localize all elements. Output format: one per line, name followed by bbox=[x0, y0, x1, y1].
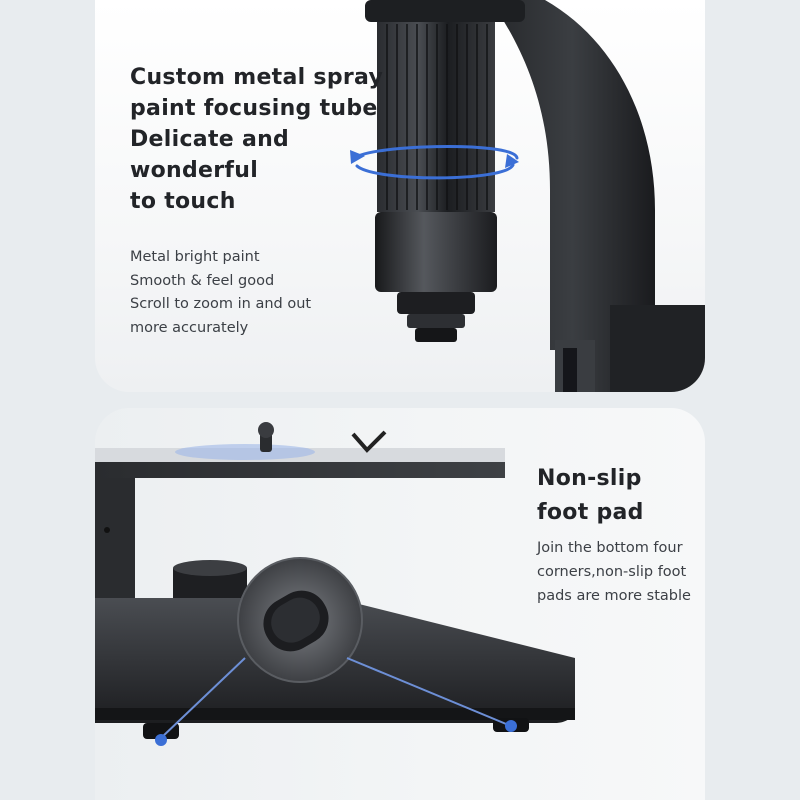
headline-line: Custom metal spray bbox=[130, 65, 384, 90]
description-line: Smooth & feel good bbox=[130, 272, 275, 289]
headline-line: foot pad bbox=[537, 500, 644, 525]
headline-line: wonderful bbox=[130, 158, 259, 183]
description-line: Join the bottom four bbox=[537, 540, 683, 556]
foot-pad-panel: Non-slip foot pad Join the bottom four c… bbox=[95, 408, 705, 800]
description-line: corners,non-slip foot bbox=[537, 564, 687, 580]
microscope-base-illustration bbox=[95, 422, 575, 746]
headline-line: Non-slip bbox=[537, 466, 642, 491]
focus-tube-panel: Custom metal spray paint focusing tube D… bbox=[95, 0, 705, 392]
microscope-focus-tube-illustration bbox=[350, 0, 705, 392]
description-line: pads are more stable bbox=[537, 588, 691, 604]
headline-line: paint focusing tube bbox=[130, 96, 378, 121]
description-line: Metal bright paint bbox=[130, 249, 260, 265]
focus-tube-headline: Custom metal spray paint focusing tube D… bbox=[130, 62, 383, 217]
foot-pad-description: Join the bottom four corners,non-slip fo… bbox=[537, 536, 691, 608]
foot-pad-headline: Non-slip foot pad bbox=[537, 462, 644, 530]
focus-tube-description: Metal bright paint Smooth & feel good Sc… bbox=[130, 246, 311, 340]
pointer-lines bbox=[160, 657, 512, 739]
description-line: Scroll to zoom in and out bbox=[130, 296, 312, 312]
headline-line: Delicate and bbox=[130, 127, 290, 152]
headline-line: to touch bbox=[130, 189, 236, 214]
description-line: more accurately bbox=[130, 319, 249, 336]
microscope-arm bbox=[490, 0, 655, 392]
